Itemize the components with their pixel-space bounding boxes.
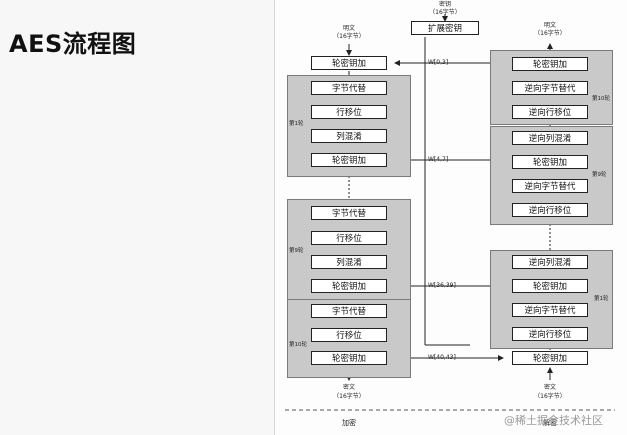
dec-r1-invsubbytes: 逆向字节替代 [512,303,588,317]
enc-r9-shiftrows: 行移位 [311,231,387,245]
enc-round-9-label: 第9轮 [289,248,304,254]
dec-r10-addroundkey: 轮密钥加 [512,57,588,71]
dec-final-addroundkey: 轮密钥加 [512,351,588,365]
enc-r10-addroundkey: 轮密钥加 [311,351,387,365]
enc-r1-addroundkey: 轮密钥加 [311,153,387,167]
dec-r1-invmixcolumns: 逆向列混淆 [512,255,588,269]
encrypt-caption: 加密 [342,419,356,427]
dec-round-10-label: 第10轮 [592,96,610,102]
dec-r10-invshiftrows: 逆向行移位 [512,105,588,119]
dec-round-9-label: 第9轮 [592,172,607,178]
dec-r1-addroundkey: 轮密钥加 [512,279,588,293]
dec-r1-invshiftrows: 逆向行移位 [512,327,588,341]
round-key-w1: W[4,7] [428,156,449,163]
dec-ciphertext-bytes: （16字节） [534,393,566,400]
dec-plaintext-bytes: （16字节） [534,30,566,37]
enc-r1-mixcolumns: 列混淆 [311,129,387,143]
dec-plaintext-label: 明文 [543,22,556,29]
ciphertext-output-label: 密文 [342,384,355,391]
enc-r1-subbytes: 字节代替 [311,81,387,95]
enc-r1-shiftrows: 行移位 [311,105,387,119]
ciphertext-output-bytes: （16字节） [333,393,365,400]
dec-r9-invsubbytes: 逆向字节替代 [512,179,588,193]
page-title: AES流程图 [9,30,137,58]
round-key-w10: W[40,43] [428,354,456,361]
enc-r9-subbytes: 字节代替 [311,206,387,220]
dec-ciphertext-label: 密文 [543,384,556,391]
enc-initial-addroundkey: 轮密钥加 [311,56,387,70]
aes-diagram: 密钥 （16字节） 扩展密钥 明文 （16字节） 轮密钥加 第1轮 字节代替 行… [274,0,627,435]
round-key-w0: W[0,3] [428,59,449,66]
enc-r10-subbytes: 字节代替 [311,304,387,318]
dec-r10-invsubbytes: 逆向字节替代 [512,81,588,95]
key-label: 密钥 [438,1,451,8]
dec-r9-invshiftrows: 逆向行移位 [512,203,588,217]
dec-r9-invmixcolumns: 逆向列混淆 [512,131,588,145]
plaintext-input-label: 明文 [342,25,355,32]
dec-r9-addroundkey: 轮密钥加 [512,155,588,169]
decrypt-caption: 解密 [543,419,557,427]
enc-r9-mixcolumns: 列混淆 [311,255,387,269]
enc-r10-shiftrows: 行移位 [311,328,387,342]
enc-round-1-label: 第1轮 [289,121,304,127]
dec-round-1-label: 第1轮 [594,296,609,302]
round-key-w9: W[36,39] [428,282,456,289]
enc-round-10-label: 第10轮 [289,342,307,348]
key-bytes-label: （16字节） [429,9,461,16]
key-expansion-box: 扩展密钥 [411,21,479,35]
enc-r9-addroundkey: 轮密钥加 [311,279,387,293]
plaintext-input-bytes: （16字节） [333,33,365,40]
watermark: @稀土掘金技术社区 [504,414,603,427]
